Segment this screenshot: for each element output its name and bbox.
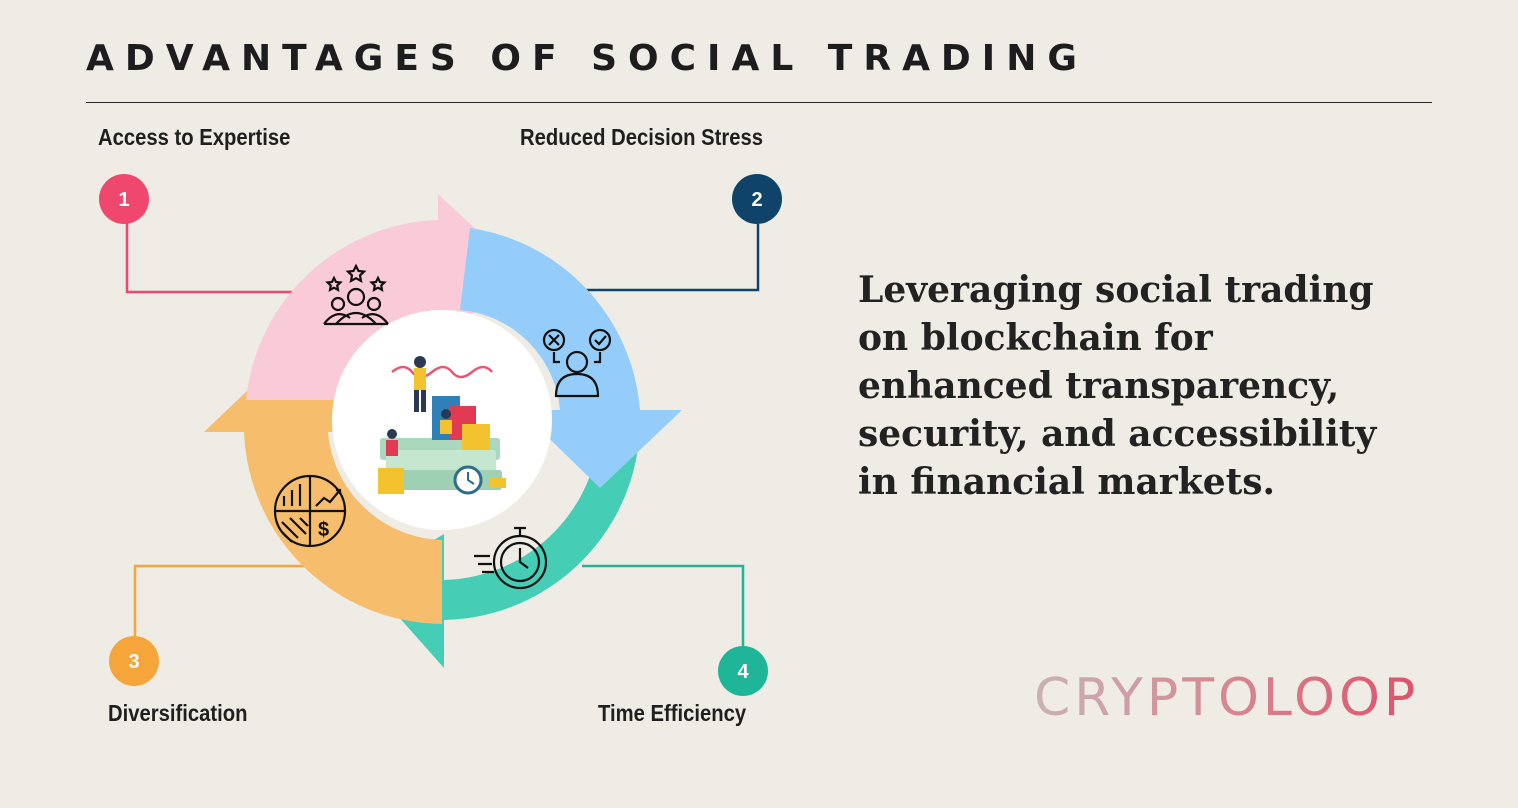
segment-blue [460, 228, 682, 488]
svg-text:2: 2 [751, 189, 762, 211]
step-label-1: Access to Expertise [98, 124, 291, 150]
step-badge-4: 4 [718, 646, 768, 696]
person-decision-icon [542, 328, 612, 398]
segment-orange [204, 352, 442, 624]
trading-team-illustration [378, 356, 506, 495]
svg-text:3: 3 [128, 651, 139, 673]
svg-text:1: 1 [118, 189, 129, 211]
svg-text:4: 4 [737, 661, 749, 683]
segment-pink [246, 194, 520, 400]
stopwatch-icon [474, 526, 548, 590]
step-label-3: Diversification [108, 700, 248, 726]
description-text: Leveraging social trading on blockchain … [858, 269, 1377, 503]
page-title: ADVANTAGES OF SOCIAL TRADING [86, 38, 1088, 79]
connector-1 [125, 222, 300, 294]
title-divider [86, 102, 1432, 103]
connector-4 [582, 564, 745, 646]
step-badge-1: 1 [99, 174, 149, 224]
connector-3 [133, 564, 310, 636]
step-badge-2: 2 [732, 174, 782, 224]
brand-logo: CRYPTOLOOP [1034, 668, 1420, 728]
portfolio-pie-icon: $ [273, 474, 347, 548]
step-label-4: Time Efficiency [598, 700, 747, 726]
cycle-arrows [204, 194, 682, 668]
step-label-2: Reduced Decision Stress [520, 124, 763, 150]
people-stars-icon [323, 263, 389, 326]
connector-2 [585, 224, 760, 292]
step-badge-3: 3 [109, 636, 159, 686]
svg-text:$: $ [318, 519, 329, 541]
